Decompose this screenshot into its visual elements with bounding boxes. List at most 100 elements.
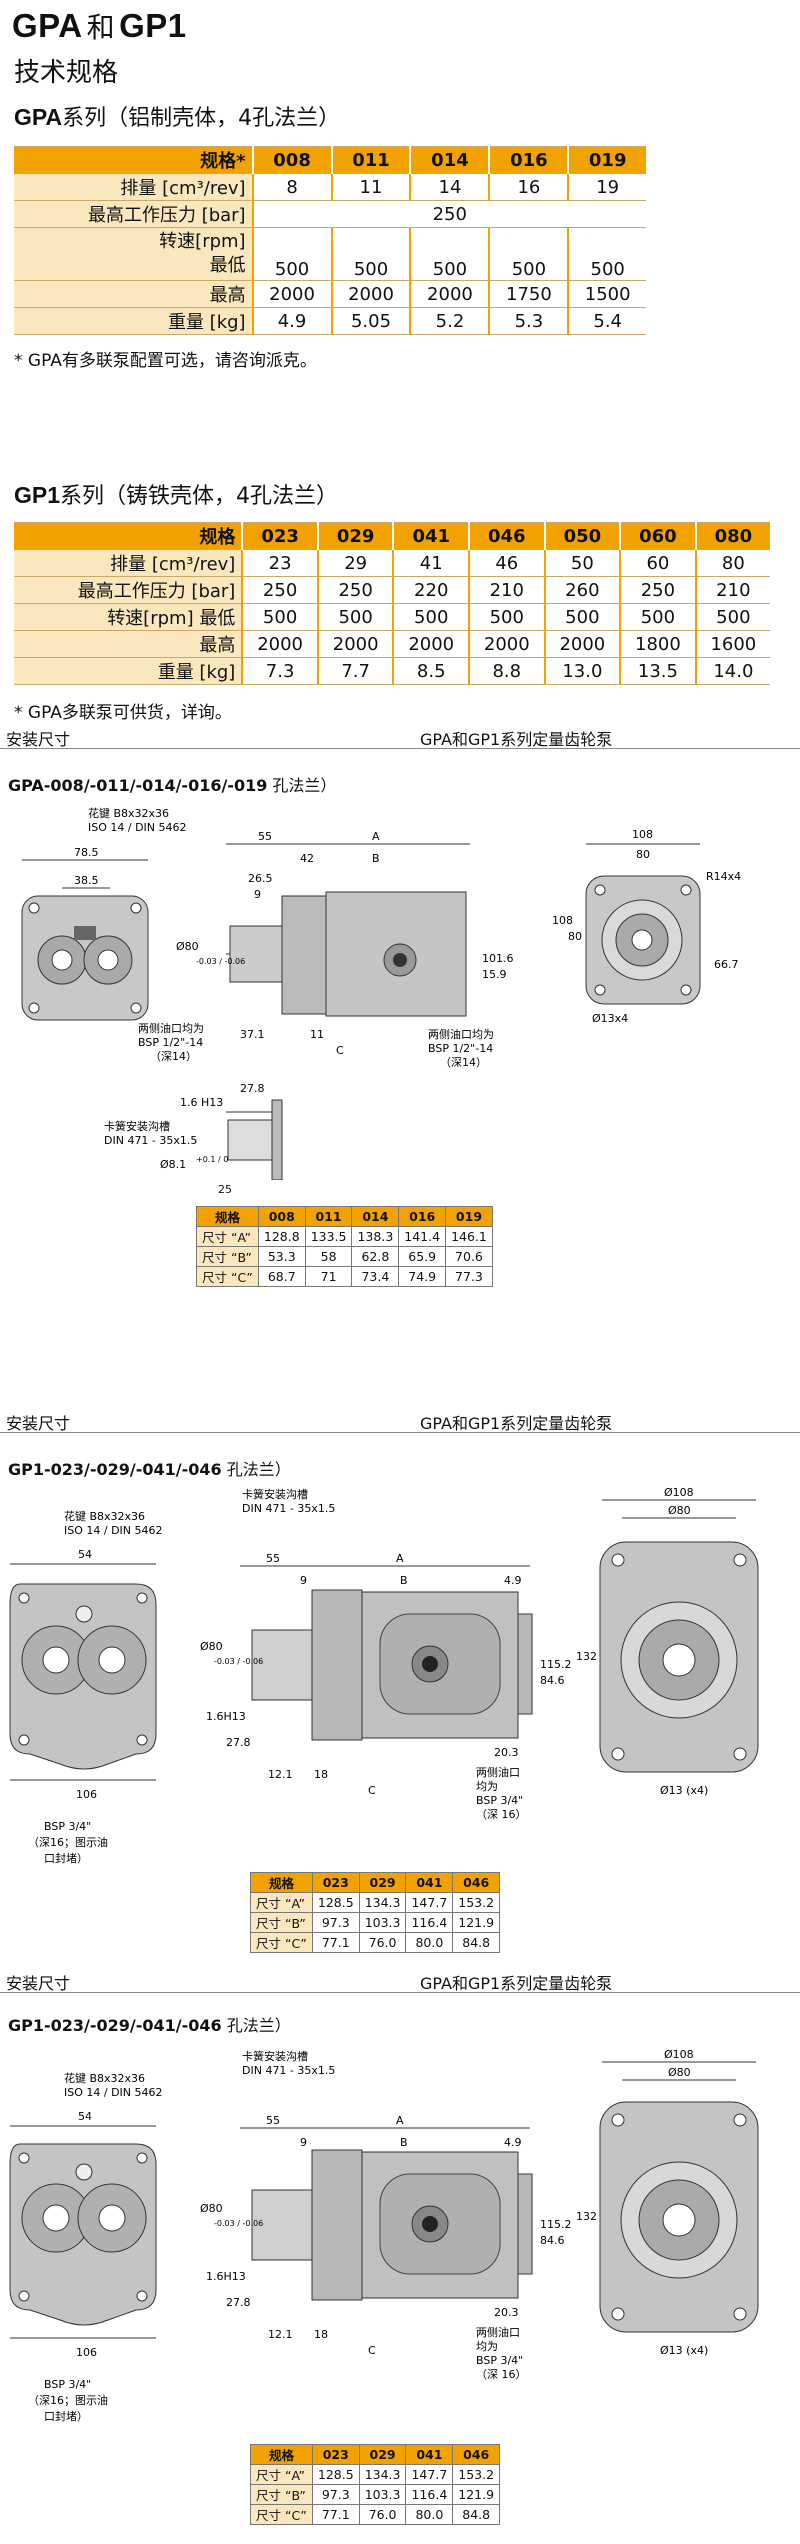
bsp-label: BSP 3/4": [44, 1820, 91, 1833]
dim-A: A: [372, 830, 380, 843]
dim-115-2: 115.2: [540, 2218, 572, 2231]
shaft-detail: [226, 1099, 283, 1180]
spline-label: 花键 B8x32x36: [88, 806, 169, 820]
port-bsp: BSP 3/4": [476, 1794, 523, 1807]
iso-label: ISO 14 / DIN 5462: [64, 1524, 163, 1537]
dim-C: C: [336, 1044, 344, 1057]
dim-27-8: 27.8: [226, 2296, 251, 2309]
dim-dia8-1: Ø8.1: [160, 1158, 186, 1171]
gpa-note: * GPA有多联泵配置可选，请咨询派克。: [14, 351, 317, 371]
port-label: 两侧油口均为: [428, 1027, 494, 1041]
dim-115-2: 115.2: [540, 1658, 572, 1671]
port-depth-left: （深14）: [150, 1050, 197, 1063]
dim-B: B: [372, 852, 380, 865]
dim-r14: R14x4: [706, 870, 741, 883]
port-bsp-left: BSP 1/2"-14: [138, 1036, 203, 1049]
port-label: 两侧油口: [476, 1765, 520, 1779]
gpa-flange-view: [585, 843, 701, 1005]
fig2-title: GP1-023/-029/-041/-046 孔法兰）: [8, 1460, 291, 1479]
dim-108-v: 108: [552, 914, 573, 927]
dim-15-9: 15.9: [482, 968, 507, 981]
dim-78-5: 78.5: [74, 846, 99, 859]
dim-11: 11: [310, 1028, 324, 1041]
dim-12-1: 12.1: [268, 2328, 293, 2341]
gp1-side-view: [240, 1565, 533, 1741]
dim-A: A: [396, 2114, 404, 2127]
dim-37-1: 37.1: [240, 1028, 265, 1041]
dim-55: 55: [266, 1552, 280, 1565]
gpa-side-view: [226, 843, 470, 1017]
bsp-label: BSP 3/4": [44, 2378, 91, 2391]
dim-dia80: Ø80: [200, 2202, 223, 2215]
dim-dia108: Ø108: [664, 2048, 694, 2061]
dim-9: 9: [300, 2136, 307, 2149]
dim-38-5: 38.5: [74, 874, 99, 887]
dim-132: 132: [576, 1650, 597, 1663]
gp1-flange-view: [599, 1499, 759, 1773]
dim-27-8: 27.8: [240, 1082, 265, 1095]
dim-132: 132: [576, 2210, 597, 2223]
dim-20-3: 20.3: [494, 2306, 519, 2319]
dim-tol: -0.03 / -0.06: [196, 957, 245, 966]
dim-dia80b: Ø80: [668, 1504, 691, 1517]
dim-20-3: 20.3: [494, 1746, 519, 1759]
dim-C: C: [368, 1784, 376, 1797]
port-label-left: 两侧油口均为: [138, 1021, 204, 1035]
port-bsp: BSP 3/4": [476, 2354, 523, 2367]
dim-dia80: Ø80: [176, 940, 199, 953]
bsp-depth: （深16；图示油: [28, 2393, 108, 2407]
gpa-series-heading: GPA系列（铝制壳体，4孔法兰）: [14, 104, 341, 131]
spline-label: 花键 B8x32x36: [64, 2071, 145, 2085]
dim-25: 25: [218, 1183, 232, 1196]
dim-B: B: [400, 2136, 408, 2149]
dim-hole: Ø13x4: [592, 1012, 628, 1025]
dim-dia108: Ø108: [664, 1486, 694, 1499]
dim-42: 42: [300, 852, 314, 865]
dim-hole: Ø13 (x4): [660, 2344, 708, 2357]
dim-27-8: 27.8: [226, 1736, 251, 1749]
groove-label: 卡簧安装沟槽: [242, 1487, 308, 1501]
dim-tol2: +0.1 / 0: [196, 1155, 228, 1164]
dim-dia80b: Ø80: [668, 2066, 691, 2079]
fig1-title: GPA-008/-011/-014/-016/-019 孔法兰）: [8, 776, 337, 795]
dim-A: A: [396, 1552, 404, 1565]
fig3-title: GP1-023/-029/-041/-046 孔法兰）: [8, 2016, 291, 2035]
dim-h13: 1.6H13: [206, 2270, 246, 2283]
port-depth: （深 16）: [476, 2368, 527, 2381]
page-subtitle: 技术规格: [14, 58, 119, 88]
gp1-dimension-drawing: 卡簧安装沟槽 DIN 471 - 35x1.5 花键 B8x32x36 ISO …: [9, 1486, 759, 1865]
iso-label: ISO 14 / DIN 5462: [88, 821, 187, 834]
dim-C: C: [368, 2344, 376, 2357]
dim-84-6: 84.6: [540, 1674, 565, 1687]
groove-label: 卡簧安装沟槽: [242, 2049, 308, 2063]
gp1-series-heading: GP1系列（铸铁壳体，4孔法兰）: [14, 482, 339, 509]
port-bsp: BSP 1/2"-14: [428, 1042, 493, 1055]
port-depth: （深 16）: [476, 1808, 527, 1821]
gp1-front-view: [9, 1563, 157, 1781]
port-label-2: 均为: [476, 2340, 498, 2353]
dim-18: 18: [314, 1768, 328, 1781]
dim-tol: -0.03 / -0.06: [214, 2219, 263, 2228]
din-label: DIN 471 - 35x1.5: [242, 2064, 335, 2077]
spline-label: 花键 B8x32x36: [64, 1509, 145, 1523]
dim-B: B: [400, 1574, 408, 1587]
dim-4-9: 4.9: [504, 1574, 522, 1587]
dim-hole: Ø13 (x4): [660, 1784, 708, 1797]
port-label: 两侧油口: [476, 2325, 520, 2339]
dim-55: 55: [258, 830, 272, 843]
port-label-2: 均为: [476, 1780, 498, 1793]
dim-80: 80: [636, 848, 650, 861]
dim-9: 9: [254, 888, 261, 901]
dim-26-5: 26.5: [248, 872, 273, 885]
dim-66-7: 66.7: [714, 958, 739, 971]
gpa-front-view: [21, 859, 149, 1021]
din-label: DIN 471 - 35x1.5: [104, 1134, 197, 1147]
dim-dia80: Ø80: [200, 1640, 223, 1653]
